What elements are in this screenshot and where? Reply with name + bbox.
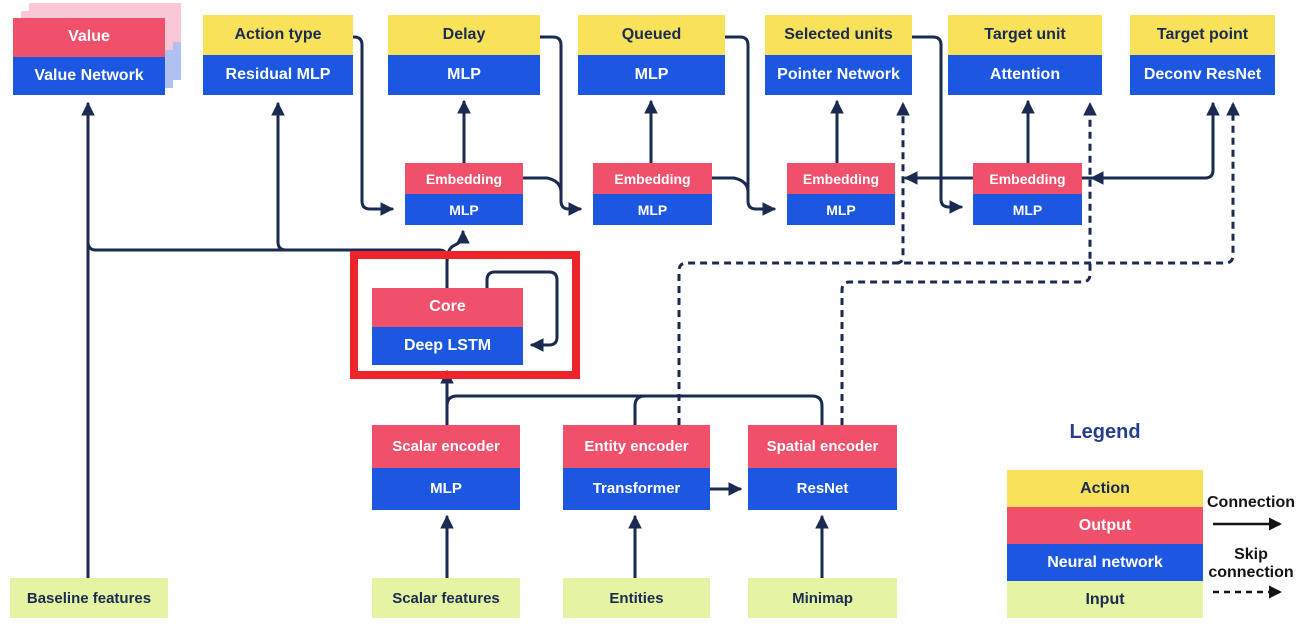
node-scalar-features: Scalar features	[372, 578, 520, 618]
node-embedding-2: Embedding MLP	[593, 163, 712, 225]
scalar-encoder-output-row: Scalar encoder	[372, 425, 520, 468]
delay-row: Delay	[388, 15, 540, 55]
spatial-encoder-output-row: Spatial encoder	[748, 425, 897, 468]
target-unit-network-row: Attention	[948, 55, 1102, 95]
action-type-row: Action type	[203, 15, 353, 55]
node-minimap: Minimap	[748, 578, 897, 618]
node-embedding-1: Embedding MLP	[405, 163, 523, 225]
entity-encoder-network-row: Transformer	[563, 467, 710, 510]
embedding-3-network-row: MLP	[787, 194, 895, 225]
skip-entity-branch-selectedunits	[895, 101, 910, 265]
legend-swatch-output: Output	[1007, 507, 1203, 544]
legend-title: Legend	[1069, 421, 1141, 443]
selected-units-row: Selected units	[765, 15, 912, 55]
node-action-type: Action type Residual MLP	[203, 15, 353, 95]
line-core-recurrent-loop	[485, 270, 559, 352]
line-queued-to-embedding3	[723, 35, 777, 216]
node-value: Value Value Network	[13, 18, 165, 95]
node-core: Core Deep LSTM	[372, 288, 523, 365]
delay-network-row: MLP	[388, 55, 540, 95]
node-scalar-encoder: Scalar encoder MLP	[372, 425, 520, 510]
legend-swatch-action: Action	[1007, 470, 1203, 507]
legend-swatches: Action Output Neural network Input	[1007, 470, 1203, 618]
node-queued: Queued MLP	[578, 15, 725, 95]
node-embedding-3: Embedding MLP	[787, 163, 895, 225]
line-actiontype-to-embedding1	[351, 35, 395, 216]
queued-row: Queued	[578, 15, 725, 55]
target-point-network-row: Deconv ResNet	[1130, 55, 1275, 95]
line-embedding1-exit	[521, 176, 563, 194]
core-output-row: Core	[372, 288, 523, 327]
legend-swatch-neural-network: Neural network	[1007, 544, 1203, 581]
embedding-2-output-row: Embedding	[593, 163, 712, 194]
embedding-1-network-row: MLP	[405, 194, 523, 225]
core-network-row: Deep LSTM	[372, 326, 523, 365]
core-highlight	[350, 251, 580, 379]
embedding-4-network-row: MLP	[973, 194, 1082, 225]
value-output-row: Value	[13, 18, 165, 57]
target-point-row: Target point	[1130, 15, 1275, 55]
line-fork-to-embedding4	[939, 168, 964, 214]
node-entity-encoder: Entity encoder Transformer	[563, 425, 710, 510]
scalar-encoder-network-row: MLP	[372, 467, 520, 510]
queued-network-row: MLP	[578, 55, 725, 95]
legend-connection-label: Connection	[1207, 494, 1295, 511]
node-selected-units: Selected units Pointer Network	[765, 15, 912, 95]
selected-units-network-row: Pointer Network	[765, 55, 912, 95]
embedding-2-network-row: MLP	[593, 194, 712, 225]
line-selectedunits-descent	[910, 35, 943, 180]
embedding-3-output-row: Embedding	[787, 163, 895, 194]
line-delay-to-embedding2	[538, 35, 583, 216]
action-type-network-row: Residual MLP	[203, 55, 353, 95]
skip-entity-main	[677, 101, 1240, 425]
target-unit-row: Target unit	[948, 15, 1102, 55]
embedding-1-output-row: Embedding	[405, 163, 523, 194]
node-entities: Entities	[563, 578, 710, 618]
legend-skip-label: Skip connection	[1208, 546, 1294, 581]
line-encoder-trunk	[445, 394, 824, 427]
node-target-point: Target point Deconv ResNet	[1130, 15, 1275, 95]
line-trunk-to-residual-mlp	[271, 101, 288, 252]
value-network-row: Value Network	[13, 56, 165, 95]
node-embedding-4: Embedding MLP	[973, 163, 1082, 225]
node-delay: Delay MLP	[388, 15, 540, 95]
entity-encoder-output-row: Entity encoder	[563, 425, 710, 468]
spatial-encoder-network-row: ResNet	[748, 467, 897, 510]
node-baseline-features: Baseline features	[10, 578, 168, 618]
embedding-4-output-row: Embedding	[973, 163, 1082, 194]
line-fork-to-targetpoint	[939, 101, 1220, 180]
legend-swatch-input: Input	[1007, 581, 1203, 618]
skip-spatial-to-targetunit	[840, 101, 1097, 425]
node-target-unit: Target unit Attention	[948, 15, 1102, 95]
line-entity-drop	[633, 394, 647, 427]
node-spatial-encoder: Spatial encoder ResNet	[748, 425, 897, 510]
line-embedding2-exit	[710, 176, 750, 194]
